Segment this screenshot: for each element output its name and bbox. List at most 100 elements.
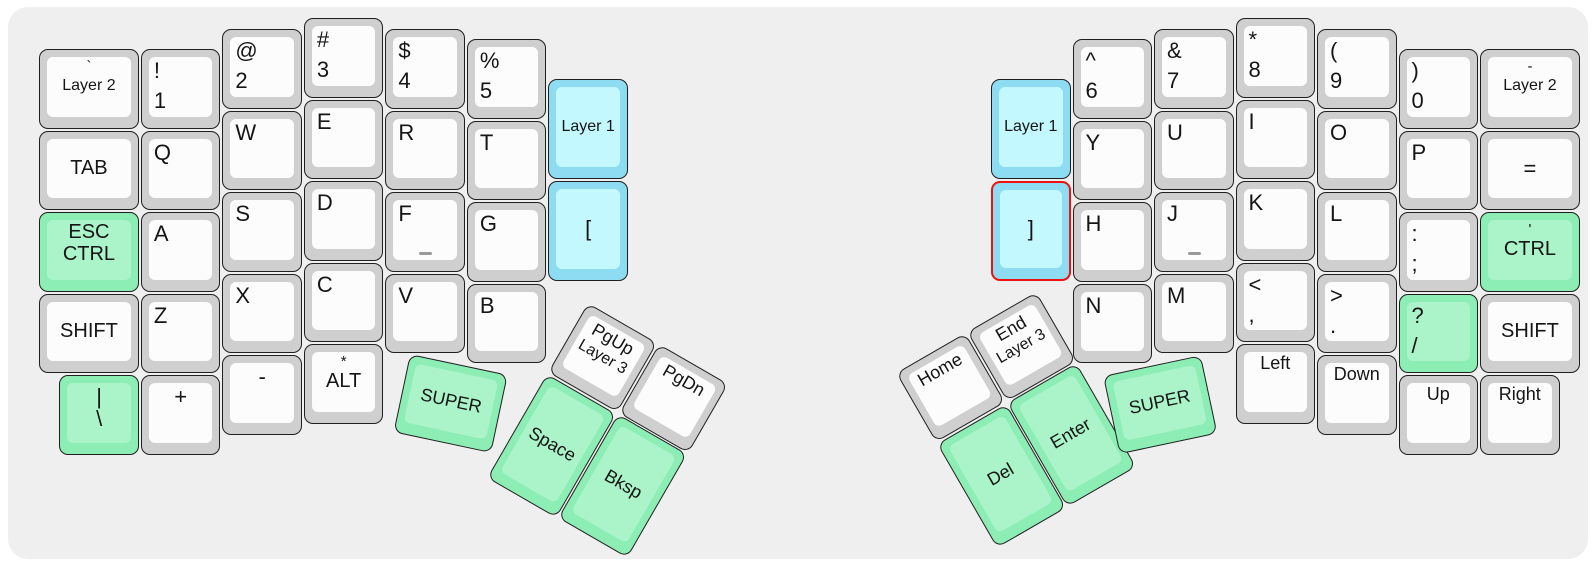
key-t[interactable]: T xyxy=(466,120,547,200)
key-j[interactable]: J xyxy=(1154,192,1234,272)
key-paren-9[interactable]: (9 xyxy=(1317,29,1397,109)
key-equals[interactable]: = xyxy=(1480,130,1580,210)
keycap-face: I xyxy=(1243,107,1307,167)
key-legend: C xyxy=(316,271,333,297)
key-up-arrow[interactable]: Up xyxy=(1398,375,1478,455)
key-y[interactable]: Y xyxy=(1072,120,1152,200)
keycap-face: Layer 1 xyxy=(556,87,620,167)
key-r[interactable]: R xyxy=(385,110,465,190)
key-b[interactable]: B xyxy=(466,283,547,363)
key-q[interactable]: Q xyxy=(140,130,221,210)
key-h[interactable]: H xyxy=(1072,202,1152,282)
key-legend: 0 xyxy=(1411,88,1424,113)
key-question-slash[interactable]: ?/ xyxy=(1398,293,1478,373)
key-plus[interactable]: + xyxy=(140,375,221,455)
key-shift-left[interactable]: SHIFT xyxy=(39,293,139,373)
key-right-arrow[interactable]: Right xyxy=(1480,375,1560,455)
key-n[interactable]: N xyxy=(1072,283,1152,363)
key-legend: # xyxy=(316,27,330,52)
key-a[interactable]: A xyxy=(140,212,221,292)
key-z[interactable]: Z xyxy=(140,293,221,373)
key-amp-7[interactable]: &7 xyxy=(1154,29,1234,109)
key-legend: Q xyxy=(153,139,172,165)
key-colon-semicolon[interactable]: :; xyxy=(1398,212,1478,292)
key-m[interactable]: M xyxy=(1154,273,1234,353)
key-dollar-4[interactable]: $4 xyxy=(385,29,465,109)
keycap-face: TAB xyxy=(47,138,131,198)
key-asterisk-8[interactable]: *8 xyxy=(1235,18,1315,98)
key-u[interactable]: U xyxy=(1154,110,1234,190)
key-legend: W xyxy=(235,119,257,145)
key-legend: A xyxy=(153,221,169,246)
key-legend: Left xyxy=(1260,353,1291,373)
key-legend: Layer 2 xyxy=(1503,77,1557,95)
keycap-face: [ xyxy=(556,188,620,269)
key-legend: $ xyxy=(398,38,411,63)
key-s[interactable]: S xyxy=(222,192,302,272)
key-f[interactable]: F xyxy=(385,192,465,272)
key-k[interactable]: K xyxy=(1235,181,1315,261)
key-i[interactable]: I xyxy=(1235,99,1315,179)
key-l[interactable]: L xyxy=(1317,192,1397,272)
key-at-2[interactable]: @2 xyxy=(222,29,302,109)
key-shift-right[interactable]: SHIFT xyxy=(1480,293,1580,373)
key-legend: CTRL xyxy=(62,243,116,265)
key-lt-comma[interactable]: <, xyxy=(1235,262,1315,342)
key-right-bracket[interactable]: ] xyxy=(991,180,1071,281)
key-caret-6[interactable]: ^6 xyxy=(1072,39,1152,119)
key-quote-ctrl[interactable]: 'CTRL xyxy=(1480,212,1580,292)
key-x[interactable]: X xyxy=(222,273,302,353)
key-g[interactable]: G xyxy=(466,202,547,282)
key-v[interactable]: V xyxy=(385,273,465,353)
keycap-face: E xyxy=(311,107,376,167)
key-legend: R xyxy=(398,119,415,145)
key-pipe-backslash[interactable]: |\ xyxy=(59,375,139,455)
keycap-face: B xyxy=(474,291,539,351)
keycap-face: R xyxy=(393,118,457,178)
keycap-face: C xyxy=(311,270,376,330)
key-legend: SHIFT xyxy=(60,319,118,342)
keycap-face: *8 xyxy=(1243,26,1307,86)
keycap-face: V xyxy=(393,281,457,341)
key-p[interactable]: P xyxy=(1398,130,1478,210)
key-super-left[interactable]: SUPER xyxy=(393,354,508,453)
key-percent-5[interactable]: %5 xyxy=(466,39,547,119)
keycap-face: Right xyxy=(1488,383,1552,443)
key-tab[interactable]: TAB xyxy=(39,130,139,210)
keycap-face: -Layer 2 xyxy=(1488,57,1572,117)
key-asterisk-alt[interactable]: *ALT xyxy=(303,344,384,424)
key-left-arrow[interactable]: Left xyxy=(1235,344,1315,424)
key-layer1-left[interactable]: Layer 1 xyxy=(548,79,628,179)
key-layer1-right[interactable]: Layer 1 xyxy=(991,79,1071,179)
key-gt-period[interactable]: >. xyxy=(1317,273,1397,353)
keycap-face: Q xyxy=(148,138,213,198)
key-exclam-1[interactable]: !1 xyxy=(140,49,221,129)
key-legend: ALT xyxy=(326,370,362,393)
keycap-face: Up xyxy=(1406,383,1470,443)
key-legend: 7 xyxy=(1167,68,1180,93)
key-c[interactable]: C xyxy=(303,262,384,342)
key-down-arrow[interactable]: Down xyxy=(1317,355,1397,435)
key-super-right[interactable]: SUPER xyxy=(1103,354,1218,454)
key-grave-layer2[interactable]: `Layer 2 xyxy=(39,49,139,129)
keycap-face: J xyxy=(1162,200,1226,260)
key-d[interactable]: D xyxy=(303,181,384,261)
key-minus-layer2[interactable]: -Layer 2 xyxy=(1480,49,1580,129)
key-left-bracket[interactable]: [ xyxy=(548,180,628,281)
keycap-face: D xyxy=(311,189,376,249)
keycap-face: Down xyxy=(1325,363,1389,423)
key-o[interactable]: O xyxy=(1317,110,1397,190)
key-legend: U xyxy=(1167,119,1183,145)
keycap-face: X xyxy=(230,281,294,341)
key-minus[interactable]: - xyxy=(222,355,302,435)
key-w[interactable]: W xyxy=(222,110,302,190)
key-e[interactable]: E xyxy=(303,99,384,179)
key-legend: N xyxy=(1085,292,1102,318)
key-paren-0[interactable]: )0 xyxy=(1398,49,1478,129)
key-hash-3[interactable]: #3 xyxy=(303,18,384,98)
key-legend: , xyxy=(1248,301,1255,327)
keycap-face: Z xyxy=(148,301,213,361)
keycap-face: ^6 xyxy=(1080,47,1144,107)
